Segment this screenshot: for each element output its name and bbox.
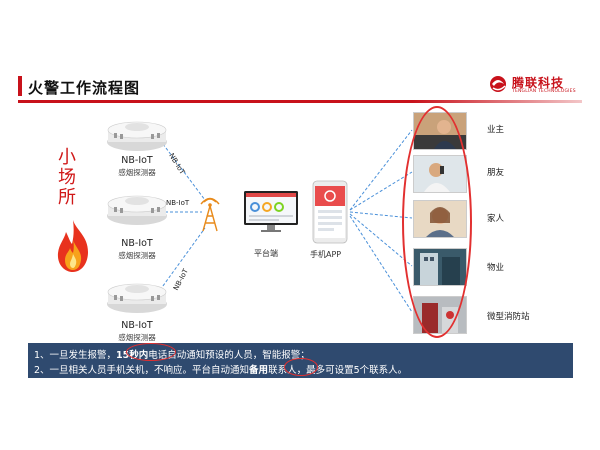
slide-canvas (10, 68, 588, 380)
detector-2-type: 感烟探测器 (118, 251, 156, 260)
note-1-text-a: 1、一旦发生报警， (34, 350, 117, 361)
title-underline (18, 100, 582, 103)
detector-2-name: NB-IoT (121, 238, 153, 249)
page-title: 火警工作流程图 (28, 79, 141, 97)
note-2-highlight: 备用 (249, 365, 269, 376)
app-label: 手机APP (310, 250, 342, 259)
smoke-detector-icon (107, 283, 167, 313)
highlight-circle-1 (126, 343, 176, 361)
platform-monitor-icon (244, 191, 298, 232)
detector-1-type: 感烟探测器 (118, 168, 156, 177)
highlight-circle-2 (284, 358, 318, 376)
link-label-2: NB-IoT (166, 199, 190, 207)
logo-name-en: TENGLIAN TECHNOLOGIES (512, 89, 576, 94)
place-label: 小场所 (58, 147, 76, 208)
detector-3-name: NB-IoT (121, 320, 153, 331)
signal-tower-icon (200, 197, 220, 232)
platform-label: 平台端 (254, 249, 278, 258)
detector-1-name: NB-IoT (121, 155, 153, 166)
fire-icon (57, 220, 88, 272)
detector-3-type: 感烟探测器 (118, 333, 156, 342)
contacts-highlight-oval (402, 106, 472, 338)
smoke-detector-icon (107, 121, 167, 151)
contact-label-fire-station: 微型消防站 (487, 312, 530, 322)
note-line-2: 2、一旦相关人员手机关机，不响应。平台自动通知备用联系人，最多可设置5个联系人。 (34, 362, 407, 376)
contact-label-property: 物业 (487, 263, 505, 273)
note-1-text-b: 电话自动通知预设的人员，智能报警； (148, 350, 310, 361)
contact-label-owner: 业主 (487, 125, 505, 135)
logo-name-cn: 腾联科技 (512, 76, 565, 90)
contact-label-friend: 朋友 (487, 168, 505, 178)
title-accent-mark (18, 76, 22, 96)
note-2-text-b: 联系人，最多可设置5个联系人。 (268, 365, 408, 376)
mobile-app-icon (312, 180, 348, 244)
smoke-detector-icon (107, 195, 167, 225)
note-2-text-a: 2、一旦相关人员手机关机，不响应。平台自动通知 (34, 365, 250, 376)
contact-label-family: 家人 (487, 214, 505, 224)
